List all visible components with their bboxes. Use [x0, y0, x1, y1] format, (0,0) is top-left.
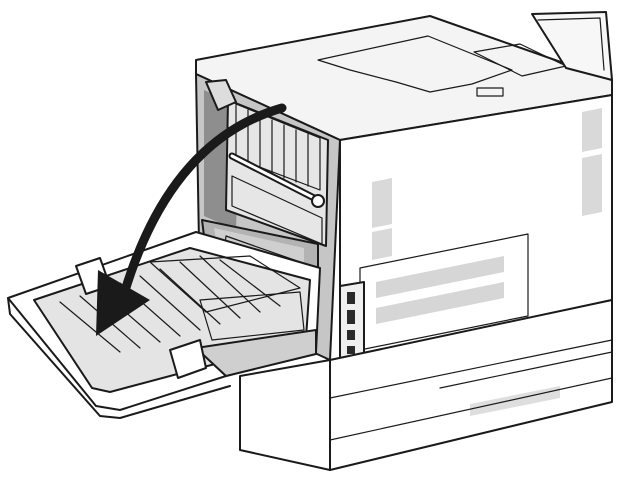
- fuser-roller-highlight: [230, 154, 320, 202]
- door-roller-bed: [199, 291, 305, 341]
- tray-left-face: [239, 359, 331, 471]
- port-4: [347, 346, 355, 354]
- door-ribs: [59, 255, 281, 353]
- open-door-arrow: [96, 103, 287, 336]
- fuser-lower-guide: [231, 175, 323, 245]
- tray-handle-shade: [470, 386, 560, 416]
- side-access-shade-2: [376, 282, 504, 324]
- output-tray-recess: [317, 35, 513, 93]
- door-bottom-edge: [7, 297, 231, 419]
- door-latch-right: [169, 339, 207, 379]
- port-2: [347, 310, 355, 324]
- tray-seam-2: [439, 351, 613, 389]
- fuser-cover: [235, 103, 321, 191]
- port-3: [347, 330, 355, 340]
- fuser-ribs: [247, 109, 309, 187]
- top-vent: [476, 87, 504, 97]
- port-1: [347, 292, 355, 304]
- tray-seam: [329, 339, 613, 399]
- side-panel-shade-1: [372, 178, 392, 228]
- arrow-shaft-outline: [121, 105, 285, 297]
- fuser-roller-cap: [311, 194, 325, 208]
- side-panel-shade-3: [582, 108, 602, 152]
- side-panel-shade-2: [372, 228, 392, 260]
- rear-lid-flap: [531, 11, 613, 81]
- jammed-paper-highlight: [214, 228, 304, 262]
- fuser-handle-left: [205, 79, 237, 111]
- paper-tray: [239, 299, 613, 471]
- door-paper-guide: [149, 255, 301, 313]
- door-hinge-strip: [195, 329, 317, 377]
- tray-lower-edge: [329, 377, 613, 441]
- side-access-shade-1: [376, 256, 504, 298]
- printer-body: [195, 11, 613, 381]
- side-panel-shade-4: [582, 154, 602, 216]
- arrow-head-icon: [96, 270, 150, 336]
- lid-flap-edge: [537, 17, 605, 71]
